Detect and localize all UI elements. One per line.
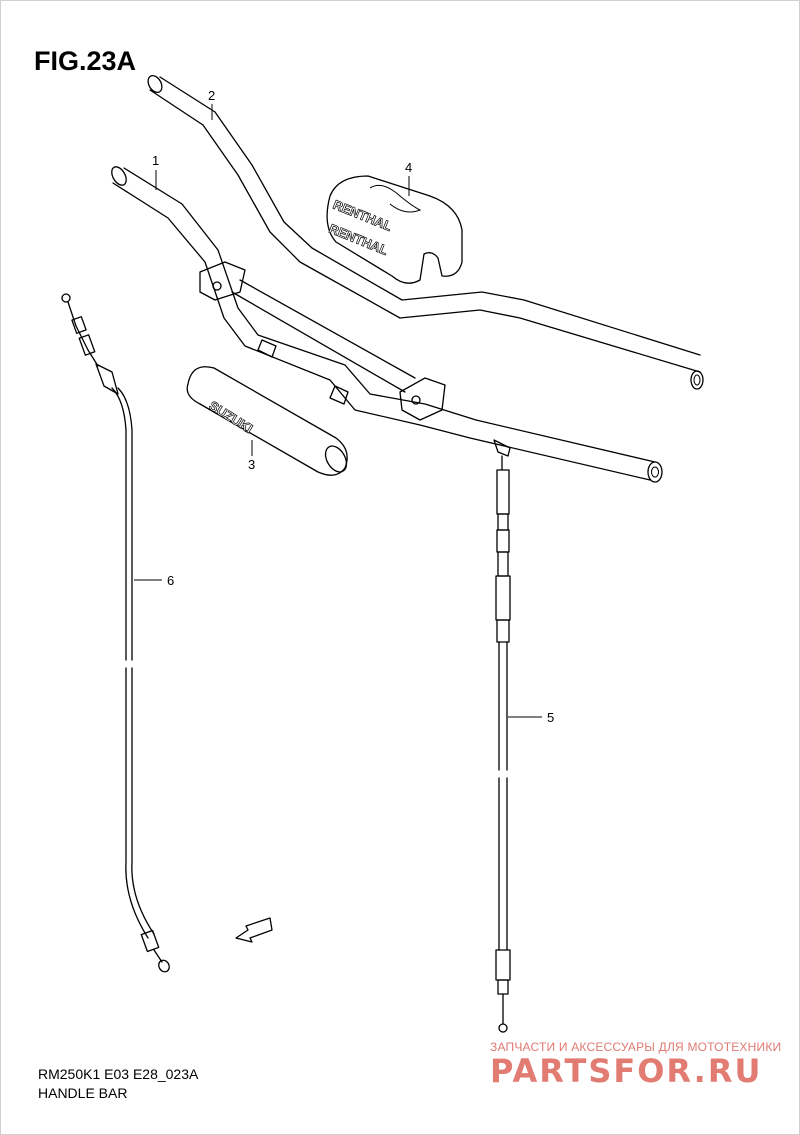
callout-1: 1 bbox=[152, 153, 159, 168]
clutch-cable[interactable] bbox=[61, 293, 171, 974]
callout-6: 6 bbox=[167, 573, 174, 588]
handlebar-clamps bbox=[199, 261, 446, 421]
callout-2: 2 bbox=[208, 88, 215, 103]
throttle-cable[interactable] bbox=[493, 439, 511, 1033]
figure-title: FIG.23A bbox=[34, 46, 137, 76]
fwd-arrow-icon: FWD bbox=[235, 917, 273, 943]
watermark-tagline: ЗАПЧАСТИ И АКСЕССУАРЫ ДЛЯ МОТОТЕХНИКИ bbox=[490, 1040, 782, 1054]
figure-code: RM250K1 E03 E28_023A bbox=[38, 1066, 199, 1082]
figure-name: HANDLE BAR bbox=[38, 1085, 128, 1101]
crossbar-brand-label: SUZUKI bbox=[206, 398, 255, 436]
callout-4: 4 bbox=[405, 160, 412, 175]
callout-5: 5 bbox=[547, 710, 554, 725]
handlebar-lower[interactable] bbox=[109, 164, 663, 483]
handlebar-upper[interactable] bbox=[145, 73, 704, 390]
callout-leaders bbox=[134, 104, 542, 718]
bar-ring-marks bbox=[257, 339, 349, 405]
cross-bar-pad[interactable]: SUZUKI bbox=[186, 366, 351, 476]
bar-pad[interactable]: RENTHAL RENTHAL bbox=[326, 175, 463, 284]
fwd-label: FWD bbox=[248, 921, 268, 936]
callout-3: 3 bbox=[248, 457, 255, 472]
watermark-brand: PARTSFOR.RU bbox=[490, 1052, 763, 1090]
